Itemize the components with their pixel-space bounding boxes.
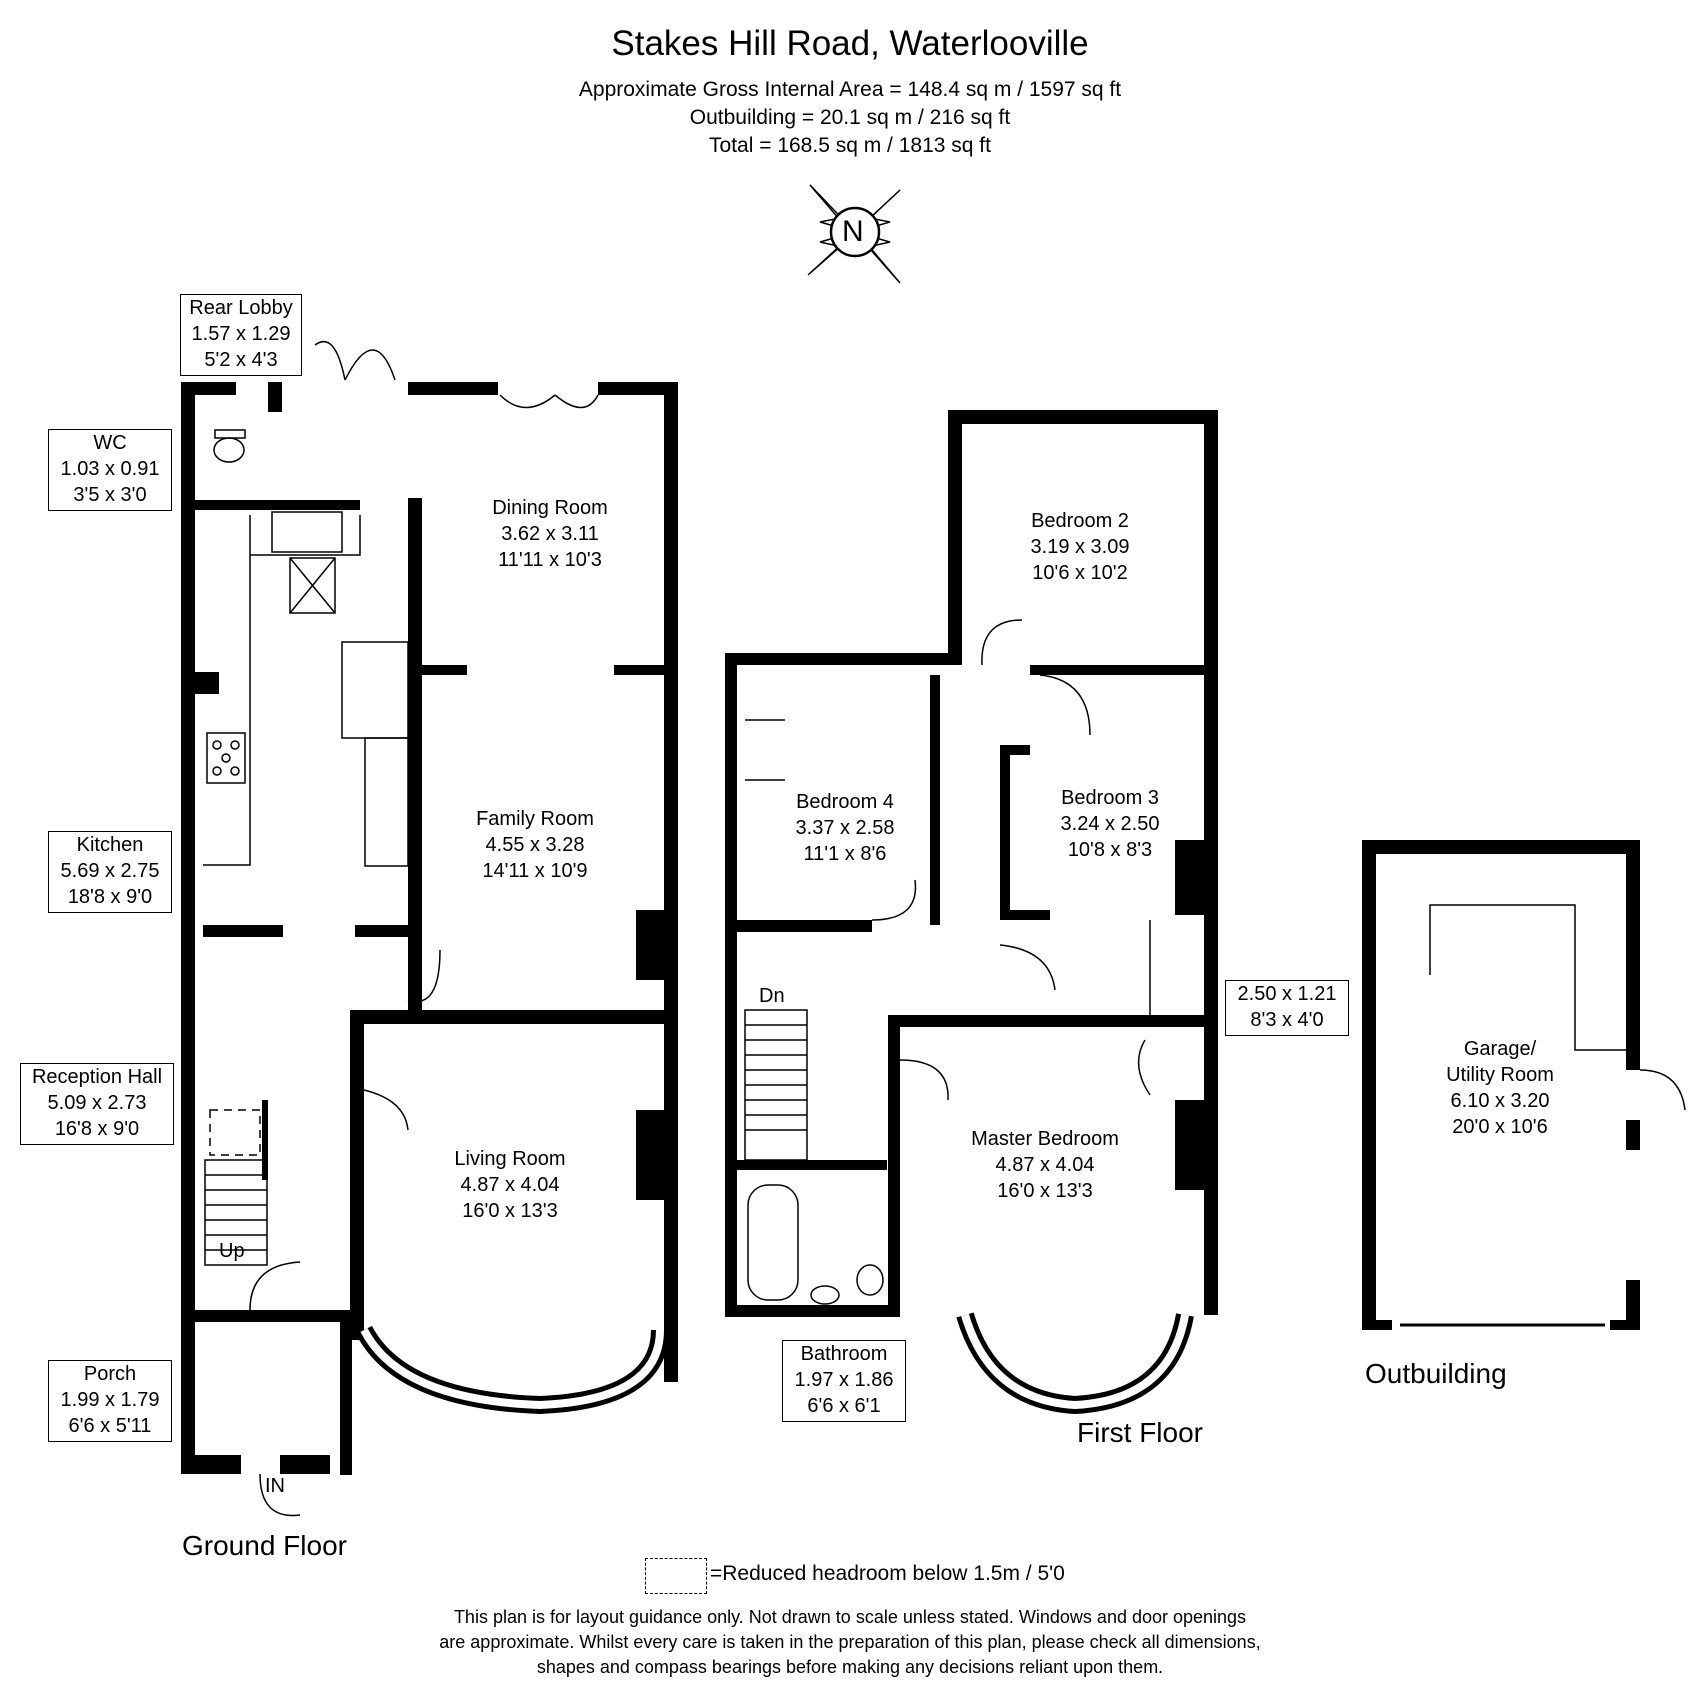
room-imperial: 3'5 x 3'0 — [73, 484, 147, 506]
room-metric: 1.97 x 1.86 — [794, 1369, 894, 1391]
room-name: Porch — [83, 1363, 137, 1385]
total-area: Total = 168.5 sq m / 1813 sq ft — [709, 134, 991, 157]
room-label-bedroom-4: Bedroom 4 3.37 x 2.58 11'1 x 8'6 — [765, 789, 925, 867]
room-name-line1: Garage/ — [1463, 1038, 1537, 1060]
room-imperial: 16'0 x 13'3 — [997, 1180, 1093, 1202]
outbuilding-label: Outbuilding — [1365, 1358, 1507, 1389]
room-label-master-bedroom: Master Bedroom 4.87 x 4.04 16'0 x 13'3 — [945, 1126, 1145, 1204]
room-name: WC — [93, 432, 127, 454]
gross-area: Approximate Gross Internal Area = 148.4 … — [578, 78, 1122, 101]
room-label-living-room: Living Room 4.87 x 4.04 16'0 x 13'3 — [430, 1146, 590, 1224]
room-name: Rear Lobby — [189, 297, 293, 319]
first-floor-walls — [725, 410, 1218, 1317]
room-metric: 3.37 x 2.58 — [795, 817, 895, 839]
room-name: Bedroom 3 — [1061, 787, 1159, 809]
ground-floor-fixtures — [203, 340, 599, 1517]
room-metric: 2.50 x 1.21 — [1237, 983, 1337, 1005]
entrance-label: IN — [265, 1475, 285, 1497]
room-imperial: 20'0 x 10'6 — [1452, 1116, 1548, 1138]
room-name: Reception Hall — [31, 1066, 163, 1088]
room-imperial: 11'1 x 8'6 — [803, 843, 887, 865]
disclaimer-line-2: are approximate. Whilst every care is ta… — [439, 1632, 1261, 1652]
room-imperial: 10'8 x 8'3 — [1067, 839, 1153, 861]
room-imperial: 11'11 x 10'3 — [498, 549, 602, 571]
room-imperial: 18'8 x 9'0 — [67, 886, 153, 908]
room-metric: 6.10 x 3.20 — [1450, 1090, 1550, 1112]
first-floor-fixtures — [744, 619, 1151, 1305]
room-metric: 4.55 x 3.28 — [485, 834, 585, 856]
room-name-line2: Utility Room — [1446, 1064, 1554, 1086]
stairs-down-label: Dn — [759, 985, 785, 1007]
disclaimer-line-3: shapes and compass bearings before makin… — [536, 1657, 1164, 1677]
room-metric: 3.62 x 3.11 — [501, 523, 599, 545]
room-label-ensuite: 2.50 x 1.21 8'3 x 4'0 — [1225, 980, 1349, 1036]
first-floor-label: First Floor — [1077, 1417, 1203, 1448]
room-metric: 5.09 x 2.73 — [47, 1092, 147, 1114]
room-imperial: 10'6 x 10'2 — [1032, 562, 1128, 584]
room-name: Bedroom 4 — [796, 791, 894, 813]
plan-title: Stakes Hill Road, Waterlooville — [611, 24, 1089, 63]
room-label-kitchen: Kitchen 5.69 x 2.75 18'8 x 9'0 — [48, 831, 172, 913]
room-name: Master Bedroom — [971, 1128, 1119, 1150]
room-name: Bathroom — [800, 1343, 888, 1365]
room-name: Dining Room — [492, 497, 608, 519]
ground-floor-label: Ground Floor — [182, 1530, 347, 1561]
room-metric: 1.57 x 1.29 — [191, 323, 291, 345]
room-label-rear-lobby: Rear Lobby 1.57 x 1.29 5'2 x 4'3 — [180, 294, 302, 376]
room-metric: 4.87 x 4.04 — [460, 1174, 560, 1196]
disclaimer-line-1: This plan is for layout guidance only. N… — [453, 1607, 1247, 1627]
room-metric: 1.99 x 1.79 — [60, 1389, 160, 1411]
ground-floor-walls — [181, 382, 678, 1475]
compass-north-label: N — [842, 215, 864, 248]
room-metric: 1.03 x 0.91 — [60, 458, 160, 480]
room-imperial: 16'0 x 13'3 — [462, 1200, 558, 1222]
master-bedroom-bay — [956, 1312, 1194, 1415]
room-imperial: 6'6 x 5'11 — [68, 1415, 152, 1437]
reduced-headroom-legend-text: =Reduced headroom below 1.5m / 5'0 — [710, 1562, 1065, 1585]
room-label-bathroom: Bathroom 1.97 x 1.86 6'6 x 6'1 — [782, 1340, 906, 1422]
room-label-garage: Garage/ Utility Room 6.10 x 3.20 20'0 x … — [1420, 1036, 1580, 1140]
room-metric: 3.19 x 3.09 — [1030, 536, 1130, 558]
outbuilding-area: Outbuilding = 20.1 sq m / 216 sq ft — [689, 106, 1011, 129]
room-label-bedroom-2: Bedroom 2 3.19 x 3.09 10'6 x 10'2 — [1000, 508, 1160, 586]
room-imperial: 6'6 x 6'1 — [807, 1395, 881, 1417]
room-label-reception-hall: Reception Hall 5.09 x 2.73 16'8 x 9'0 — [20, 1063, 174, 1145]
reduced-headroom-legend-symbol — [645, 1558, 707, 1594]
room-name: Bedroom 2 — [1031, 510, 1129, 532]
outbuilding-walls — [1362, 840, 1640, 1330]
room-name: Living Room — [454, 1148, 566, 1170]
room-label-porch: Porch 1.99 x 1.79 6'6 x 5'11 — [48, 1360, 172, 1442]
room-imperial: 16'8 x 9'0 — [54, 1118, 140, 1140]
room-label-bedroom-3: Bedroom 3 3.24 x 2.50 10'8 x 8'3 — [1030, 785, 1190, 863]
room-imperial: 14'11 x 10'9 — [482, 860, 588, 882]
room-label-dining-room: Dining Room 3.62 x 3.11 11'11 x 10'3 — [470, 495, 630, 573]
room-metric: 3.24 x 2.50 — [1060, 813, 1160, 835]
stairs-up-label: Up — [219, 1240, 245, 1262]
living-room-bay — [355, 1325, 669, 1415]
room-metric: 4.87 x 4.04 — [995, 1154, 1095, 1176]
room-metric: 5.69 x 2.75 — [60, 860, 160, 882]
room-imperial: 8'3 x 4'0 — [1250, 1009, 1324, 1031]
outbuilding-fixtures — [1400, 904, 1686, 1327]
room-label-family-room: Family Room 4.55 x 3.28 14'11 x 10'9 — [455, 806, 615, 884]
compass — [807, 184, 901, 284]
room-name: Kitchen — [76, 834, 144, 856]
room-name: Family Room — [476, 808, 594, 830]
room-label-wc: WC 1.03 x 0.91 3'5 x 3'0 — [48, 429, 172, 511]
room-imperial: 5'2 x 4'3 — [204, 349, 278, 371]
